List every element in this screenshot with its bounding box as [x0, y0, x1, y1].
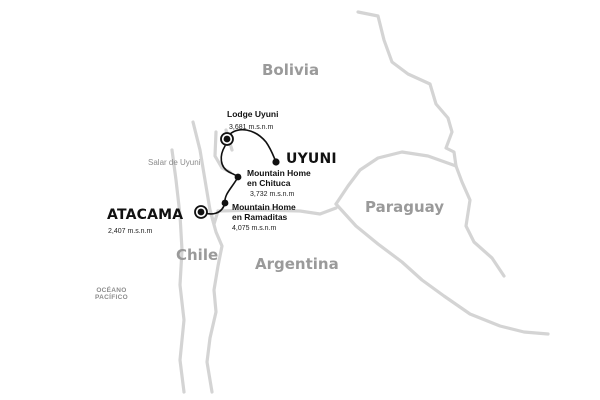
border-chile-argentina [191, 120, 224, 394]
label-ramaditas: Mountain Home en Ramaditas [232, 202, 296, 223]
label-chituca: Mountain Home en Chituca [247, 168, 311, 189]
border-paraguay-argentina [334, 202, 550, 336]
label-atacama-altitude: 2,407 m.s.n.m [108, 228, 153, 235]
label-ocean-line2: PACÍFICO [95, 294, 128, 302]
label-ocean: OCÉANO PACÍFICO [95, 287, 128, 301]
label-ramaditas-line2: en Ramaditas [232, 211, 288, 222]
route-lodge-to-uyuni [226, 128, 277, 163]
border-paraguay-brazil [454, 164, 506, 278]
marker-ramaditas [221, 199, 229, 207]
label-paraguay: Paraguay [365, 198, 445, 216]
label-ramaditas-line1: Mountain Home [232, 202, 296, 212]
marker-chituca [234, 173, 242, 181]
label-chituca-line2: en Chituca [247, 177, 291, 188]
marker-lodge-uyuni [220, 132, 234, 146]
label-lodge-uyuni: Lodge Uyuni [227, 109, 279, 119]
route-chituca-to-ramaditas [224, 176, 239, 204]
label-bolivia: Bolivia [262, 61, 320, 79]
label-ocean-line1: OCÉANO [96, 287, 127, 294]
marker-uyuni [272, 158, 280, 166]
label-atacama: ATACAMA [107, 207, 184, 223]
border-bolivia-paraguay [334, 150, 458, 206]
label-uyuni: UYUNI [286, 151, 337, 167]
label-ramaditas-altitude: 4,075 m.s.n.m [232, 225, 277, 232]
label-salar-de-uyuni: Salar de Uyuni [148, 158, 201, 167]
marker-atacama [194, 205, 208, 219]
country-borders [170, 10, 550, 394]
label-argentina: Argentina [255, 255, 339, 273]
label-chile: Chile [176, 246, 219, 264]
border-bolivia-brazil [356, 10, 458, 168]
label-chituca-line1: Mountain Home [247, 168, 311, 178]
coastline-chile [170, 148, 186, 394]
label-chituca-altitude: 3,732 m.s.n.m [250, 191, 295, 198]
label-lodge-uyuni-altitude: 3,681 m.s.n.m [229, 124, 274, 131]
map-markers [194, 132, 280, 219]
border-argentina-bolivia [216, 206, 338, 216]
route-lodge-to-chituca [220, 145, 239, 178]
